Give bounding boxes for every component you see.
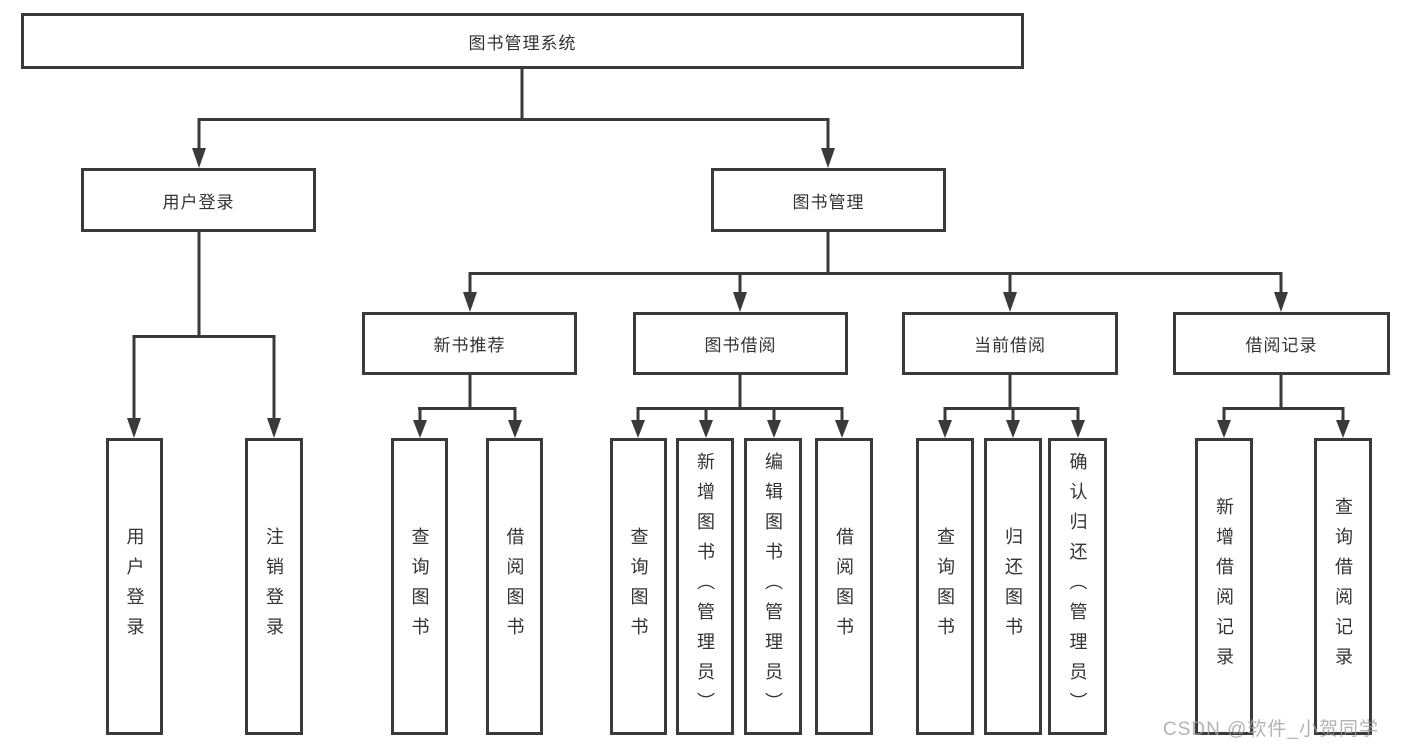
leaf-newrec-query-books: 查询图书	[391, 438, 448, 735]
node-label: 查询借阅记录	[1333, 496, 1353, 677]
node-label: 新书推荐	[433, 336, 506, 355]
node-label: 借阅图书	[834, 526, 854, 647]
node-label: 编辑图书（管理员）	[763, 451, 783, 722]
node-label: 注销登录	[264, 526, 284, 647]
node-label: 查询图书	[409, 526, 430, 647]
node-label: 归还图书	[1003, 526, 1023, 647]
node-label: 查询图书	[935, 526, 955, 647]
leaf-borrow-query-books: 查询图书	[610, 438, 667, 735]
leaf-logout-login: 注销登录	[245, 438, 303, 735]
node-label: 确认归还（管理员）	[1067, 451, 1088, 722]
leaf-borrow-edit-books-admin: 编辑图书（管理员）	[744, 438, 802, 735]
node-borrow-records: 借阅记录	[1173, 312, 1390, 375]
leaf-current-return-books: 归还图书	[984, 438, 1042, 735]
leaf-current-query-books: 查询图书	[916, 438, 974, 735]
node-current-borrow: 当前借阅	[902, 312, 1118, 375]
node-book-borrow: 图书借阅	[633, 312, 848, 375]
leaf-borrow-borrow-books: 借阅图书	[815, 438, 873, 735]
node-label: 图书管理	[792, 192, 865, 212]
leaf-newrec-borrow-books: 借阅图书	[486, 438, 543, 735]
node-label: 用户登录	[124, 526, 145, 647]
node-label: 新增图书（管理员）	[695, 451, 715, 722]
node-label: 新增借阅记录	[1214, 496, 1234, 677]
leaf-user-login: 用户登录	[106, 438, 163, 735]
node-label: 图书管理系统	[468, 33, 577, 53]
node-label: 查询图书	[628, 526, 649, 647]
node-label: 当前借阅	[974, 336, 1046, 355]
leaf-current-confirm-return-admin: 确认归还（管理员）	[1048, 438, 1107, 735]
csdn-watermark: CSDN @软件_小贺同学	[1163, 719, 1379, 740]
node-library-management-system: 图书管理系统	[21, 13, 1024, 69]
node-new-book-recommend: 新书推荐	[362, 312, 577, 375]
node-user-login: 用户登录	[81, 168, 316, 232]
node-label: 借阅记录	[1245, 336, 1318, 355]
leaf-records-query-record: 查询借阅记录	[1314, 438, 1372, 735]
node-book-management: 图书管理	[711, 168, 946, 232]
leaf-records-add-record: 新增借阅记录	[1195, 438, 1253, 735]
node-label: 用户登录	[162, 192, 235, 212]
node-label: 借阅图书	[504, 526, 525, 647]
node-label: 图书借阅	[704, 336, 777, 355]
leaf-borrow-add-books-admin: 新增图书（管理员）	[676, 438, 734, 735]
